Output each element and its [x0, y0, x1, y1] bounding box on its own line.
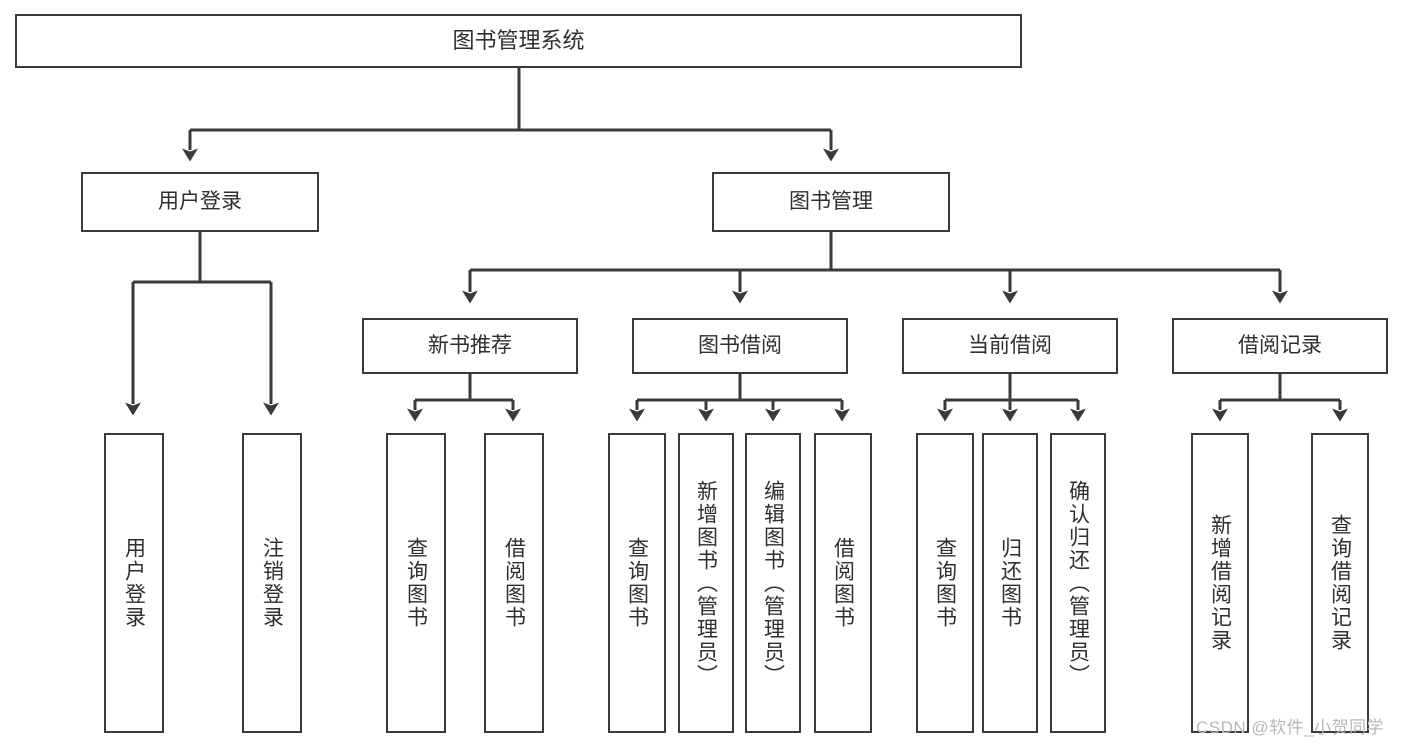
- leaf-current-return-book[interactable]: 归还图书: [982, 433, 1038, 733]
- leaf-label: 新增借阅记录: [1208, 514, 1232, 652]
- node-new-book-recommend[interactable]: 新书推荐: [362, 318, 578, 374]
- node-borrow-record[interactable]: 借阅记录: [1172, 318, 1388, 374]
- node-book-borrow-label: 图书借阅: [698, 333, 782, 357]
- leaf-label: 查询图书: [404, 537, 428, 629]
- node-root-label: 图书管理系统: [452, 28, 585, 54]
- node-user-login-label: 用户登录: [158, 189, 242, 213]
- leaf-current-confirm-return[interactable]: 确认归还（管理员）: [1050, 433, 1106, 733]
- leaf-borrow-query-book[interactable]: 查询图书: [608, 433, 666, 733]
- leaf-recommend-borrow-book[interactable]: 借阅图书: [484, 433, 544, 733]
- leaf-current-query-book[interactable]: 查询图书: [916, 433, 974, 733]
- leaf-label: 归还图书: [998, 537, 1022, 629]
- leaf-label: 用户登录: [122, 537, 146, 629]
- leaf-label: 编辑图书（管理员）: [761, 479, 785, 687]
- leaf-borrow-add-book[interactable]: 新增图书（管理员）: [678, 433, 734, 733]
- leaf-label: 查询借阅记录: [1328, 514, 1352, 652]
- node-book-management[interactable]: 图书管理: [712, 172, 950, 232]
- node-user-login[interactable]: 用户登录: [81, 172, 319, 232]
- leaf-label: 新增图书（管理员）: [694, 479, 718, 687]
- node-current-borrow[interactable]: 当前借阅: [902, 318, 1118, 374]
- leaf-record-query-record[interactable]: 查询借阅记录: [1311, 433, 1369, 733]
- leaf-borrow-edit-book[interactable]: 编辑图书（管理员）: [745, 433, 801, 733]
- leaf-record-add-record[interactable]: 新增借阅记录: [1191, 433, 1249, 733]
- leaf-recommend-query-book[interactable]: 查询图书: [386, 433, 446, 733]
- leaf-user-login-signin[interactable]: 用户登录: [104, 433, 164, 733]
- node-book-management-label: 图书管理: [789, 189, 873, 213]
- leaf-label: 查询图书: [933, 537, 957, 629]
- node-book-borrow[interactable]: 图书借阅: [632, 318, 848, 374]
- node-borrow-record-label: 借阅记录: [1238, 333, 1322, 357]
- node-new-book-recommend-label: 新书推荐: [428, 333, 512, 357]
- node-root[interactable]: 图书管理系统: [15, 14, 1022, 68]
- node-current-borrow-label: 当前借阅: [968, 333, 1052, 357]
- leaf-user-login-signout[interactable]: 注销登录: [242, 433, 302, 733]
- leaf-label: 借阅图书: [831, 537, 855, 629]
- leaf-label: 注销登录: [260, 537, 284, 629]
- leaf-label: 确认归还（管理员）: [1066, 479, 1090, 687]
- leaf-label: 借阅图书: [502, 537, 526, 629]
- leaf-label: 查询图书: [625, 537, 649, 629]
- leaf-borrow-borrow-book[interactable]: 借阅图书: [814, 433, 872, 733]
